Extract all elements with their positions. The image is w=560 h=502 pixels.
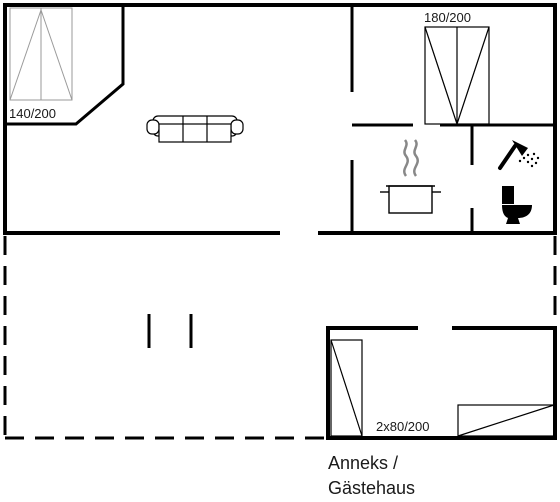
cooking-pot-icon: [380, 139, 441, 214]
toilet-icon: [502, 186, 532, 224]
double-bed-icon: [9, 7, 73, 101]
main-house-walls: [3, 3, 557, 235]
annex-walls: [326, 326, 557, 440]
terrace-outline: [3, 236, 557, 440]
single-bed-icon: [330, 339, 363, 437]
annex-label-line1: Anneks /: [328, 453, 398, 473]
double-bed-icon: [424, 26, 490, 125]
annex-label-line2: Gästehaus: [328, 478, 415, 498]
sofa-icon: [146, 115, 244, 143]
interior-walls: [5, 5, 555, 233]
bed-180-label: 180/200: [424, 10, 471, 25]
terrace-posts: [147, 314, 193, 348]
single-bed-icon: [457, 404, 555, 437]
shower-icon: [498, 140, 540, 170]
bed-2x80-label: 2x80/200: [376, 419, 430, 434]
bed-140-label: 140/200: [9, 106, 56, 121]
